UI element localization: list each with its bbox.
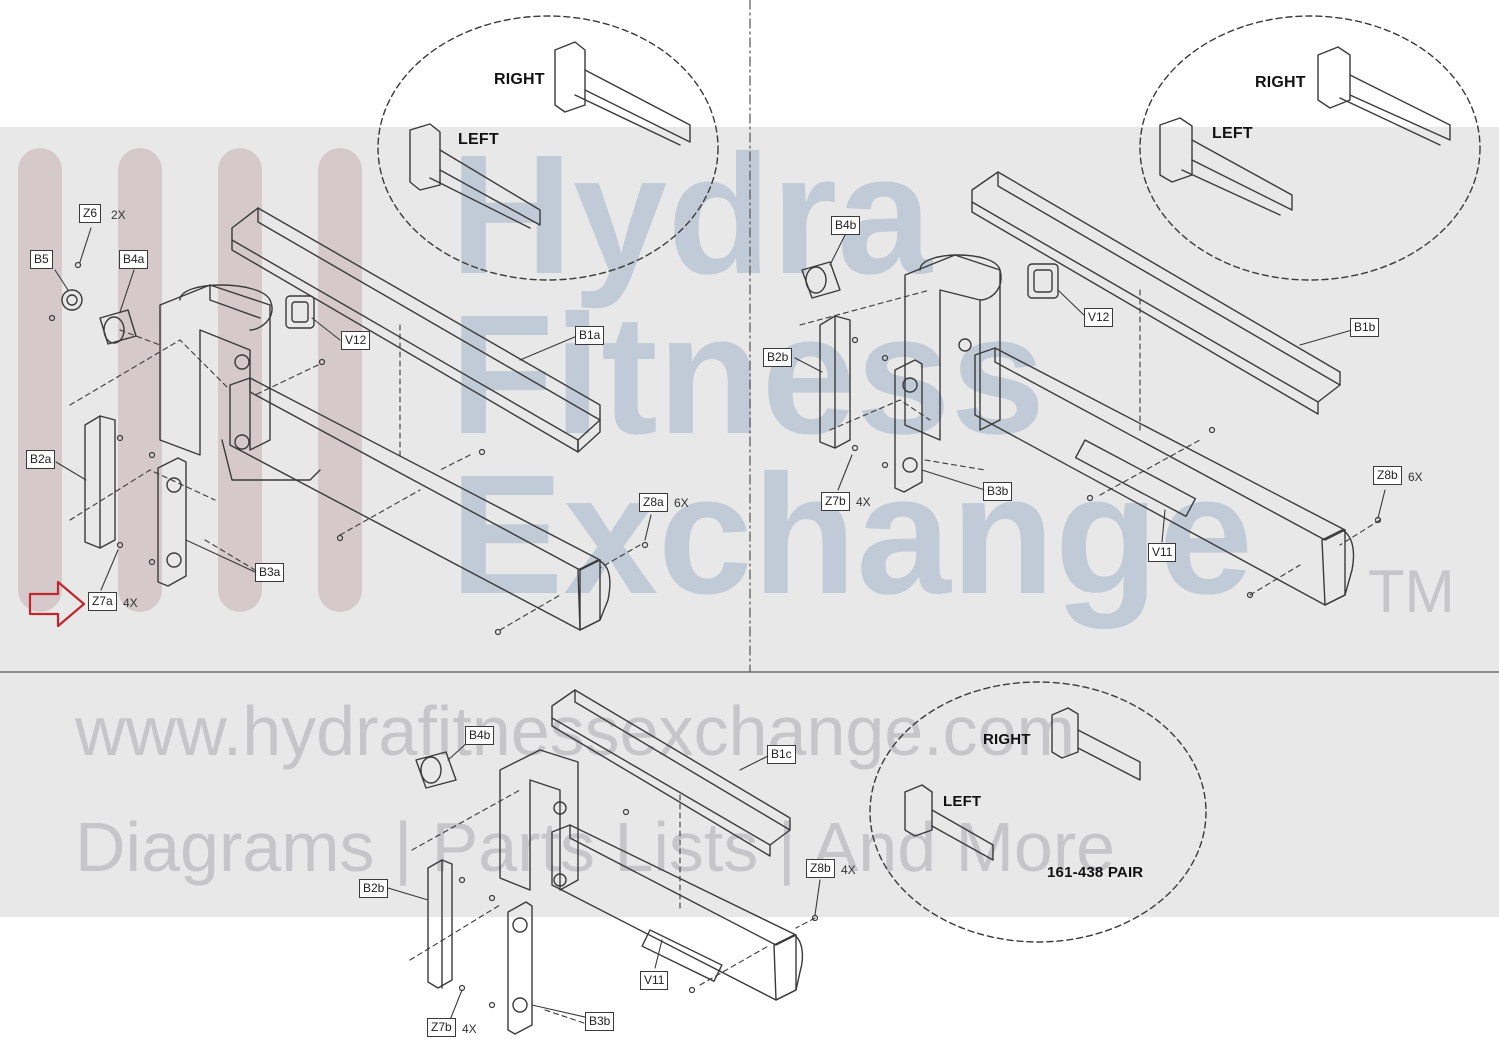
b-qty-z7b: 4X	[462, 1022, 477, 1036]
watermark-word-hydra: Hydra	[450, 120, 932, 310]
top-right-assembly	[794, 15, 1481, 606]
highlight-arrow-icon	[28, 580, 86, 628]
tr-label-b2b: B2b	[763, 348, 793, 367]
b-label-v11: V11	[640, 971, 669, 990]
watermark-tagline: Diagrams | Parts Lists | And More	[75, 808, 1116, 886]
b-callout-left: LEFT	[943, 793, 982, 810]
watermark-trademark: TM	[1368, 558, 1455, 625]
tl-qty-z6: 2X	[111, 208, 126, 222]
tl-label-v12: V12	[341, 331, 371, 350]
b-qty-z8b: 4X	[841, 863, 856, 877]
b-callout-pair: 161-438 PAIR	[1047, 864, 1144, 881]
tl-label-b5: B5	[30, 250, 53, 269]
panel-dividers	[0, 0, 1499, 673]
b-label-z7b: Z7b	[427, 1018, 456, 1037]
bottom-assembly	[387, 681, 1207, 1035]
tr-label-b3b: B3b	[983, 482, 1013, 501]
tl-callout-left: LEFT	[458, 131, 499, 148]
b-label-b2b: B2b	[359, 879, 389, 898]
tr-callout-left: LEFT	[1212, 125, 1253, 142]
tr-label-z7b: Z7b	[821, 492, 850, 511]
tr-label-b1b: B1b	[1350, 318, 1380, 337]
watermark-word-exchange: Exchange	[450, 440, 1254, 630]
tr-label-v11: V11	[1148, 543, 1177, 562]
tl-label-b1a: B1a	[575, 326, 605, 345]
tr-label-v12: V12	[1084, 308, 1114, 327]
top-left-assembly	[48, 15, 719, 636]
tr-qty-z7b: 4X	[856, 495, 871, 509]
b-label-z8b: Z8b	[806, 859, 835, 878]
tl-label-z7a: Z7a	[88, 592, 117, 611]
tl-label-b4a: B4a	[119, 250, 149, 269]
tr-label-b4b: B4b	[831, 216, 861, 235]
tr-qty-z8b: 6X	[1408, 470, 1423, 484]
tl-qty-z8a: 6X	[674, 496, 689, 510]
tr-label-z8b: Z8b	[1373, 466, 1402, 485]
b-label-b3b: B3b	[585, 1012, 615, 1031]
tl-callout-right: RIGHT	[494, 71, 545, 88]
tr-callout-right: RIGHT	[1255, 74, 1306, 91]
b-callout-right: RIGHT	[983, 731, 1031, 748]
b-label-b4b: B4b	[465, 726, 495, 745]
tl-label-z6: Z6	[79, 204, 102, 223]
tl-label-z8a: Z8a	[639, 493, 668, 512]
b-label-b1c: B1c	[767, 745, 796, 764]
tl-qty-z7a: 4X	[123, 596, 138, 610]
tl-label-b3a: B3a	[255, 563, 285, 582]
tl-label-b2a: B2a	[26, 450, 56, 469]
